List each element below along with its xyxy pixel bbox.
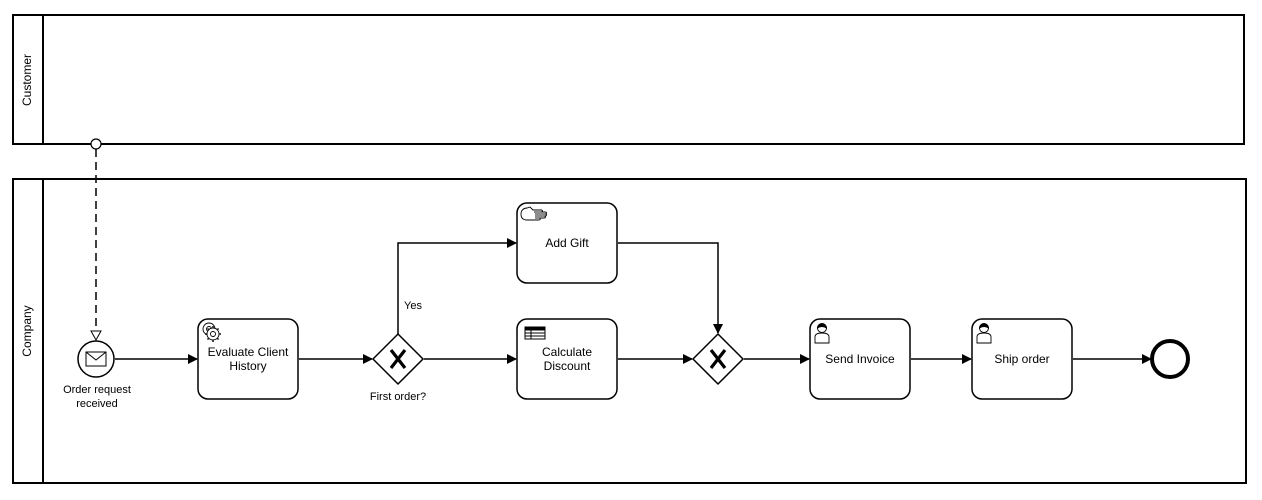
- start-event-label: Order request received: [63, 384, 131, 410]
- end-event[interactable]: [1150, 339, 1190, 379]
- gear-icon: [202, 322, 221, 342]
- start-event[interactable]: [77, 340, 115, 378]
- sequence-flows: [115, 238, 1152, 364]
- pool-customer[interactable]: [12, 14, 1245, 145]
- hand-icon: [520, 206, 547, 221]
- gateway-first-order[interactable]: [371, 332, 425, 386]
- task-label-add-gift: Add Gift: [545, 236, 589, 250]
- x-marker-icon: [389, 349, 407, 369]
- pool-label-customer: Customer: [20, 54, 34, 107]
- message-flow[interactable]: [90, 138, 102, 342]
- task-add-gift[interactable]: [516, 202, 618, 284]
- task-label-ship-order: Ship order: [994, 352, 1050, 366]
- user-icon: [976, 323, 992, 344]
- flow-split-to-addgift: [397, 238, 517, 334]
- gateway-join[interactable]: [691, 332, 745, 386]
- flow-label-yes: Yes: [404, 300, 422, 312]
- envelope-icon: [85, 351, 107, 367]
- task-ship-order[interactable]: [971, 318, 1073, 400]
- x-marker-icon: [709, 349, 727, 369]
- task-label-send-invoice: Send Invoice: [825, 352, 895, 366]
- flow-addgift-to-join: [618, 242, 723, 334]
- table-icon: [524, 326, 546, 340]
- user-icon: [814, 323, 830, 344]
- task-evaluate-client-history[interactable]: [197, 318, 299, 400]
- task-label-evaluate: Evaluate Client History: [207, 345, 289, 373]
- pool-label-company: Company: [20, 305, 34, 357]
- task-send-invoice[interactable]: [809, 318, 911, 400]
- task-calculate-discount[interactable]: [516, 318, 618, 400]
- task-label-calculate: Calculate Discount: [541, 345, 593, 373]
- gateway-label-first-order: First order?: [369, 391, 427, 403]
